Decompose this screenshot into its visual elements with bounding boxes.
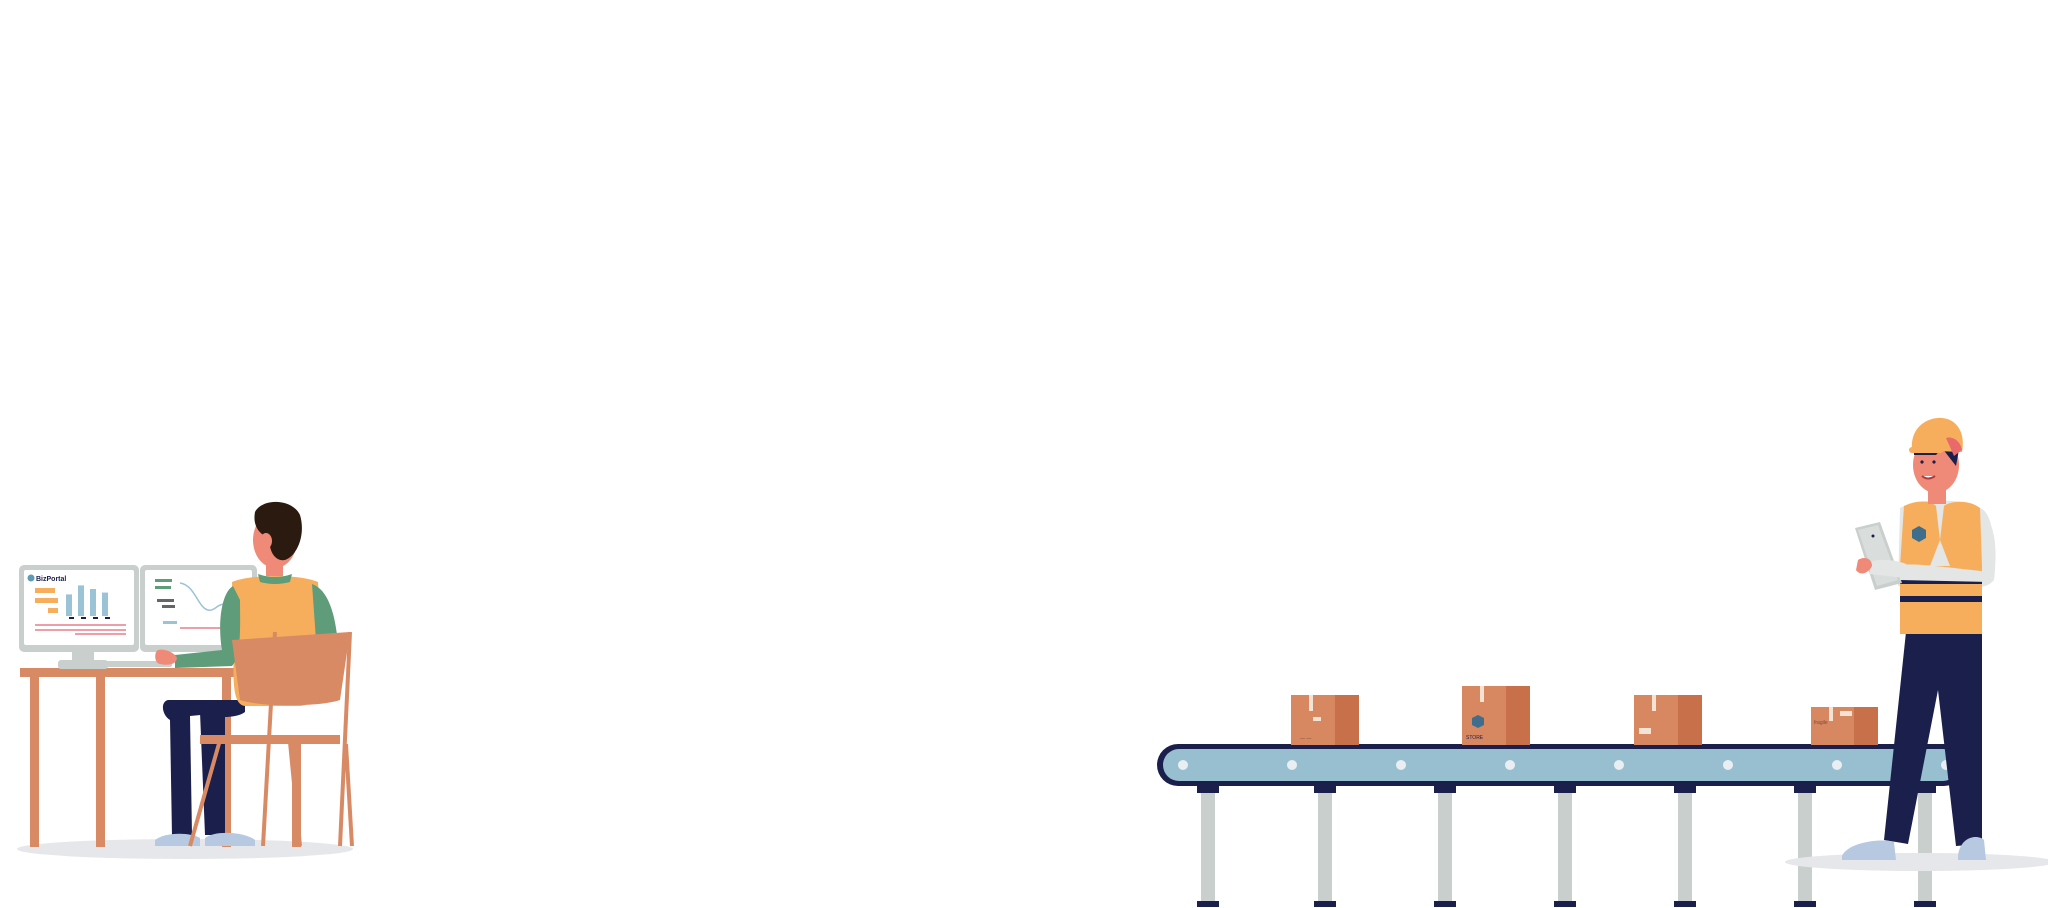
belt-rollers [1178, 760, 1951, 770]
screen-line-chart [179, 582, 231, 611]
screen-red-lines [35, 624, 126, 635]
screen-bar-base [93, 617, 98, 619]
svg-text:— —: — — [1300, 736, 1311, 742]
screen-orange-bars [35, 588, 58, 613]
desk [20, 668, 270, 847]
cube-logo-icon [1472, 715, 1484, 728]
belt-surface [1163, 749, 1959, 781]
bizportal-logo-icon [27, 574, 35, 582]
company-logo-icon [1912, 526, 1926, 542]
cardboard-box [1634, 695, 1702, 745]
conveyor-belt [1157, 744, 1965, 907]
cardboard-box: — — [1291, 695, 1359, 745]
keyboard [92, 661, 172, 667]
screen-bar-base [81, 617, 86, 619]
conveyor-legs [1197, 786, 1936, 907]
cardboard-box: STORE [1462, 686, 1530, 745]
screen-bar-base [105, 617, 110, 619]
office-worker-scene: BizPortal [17, 501, 354, 859]
screen-bar [78, 585, 84, 616]
floor-shadow-right [1785, 853, 2048, 871]
tablet [1855, 522, 1902, 590]
cardboard-box: fragile [1811, 707, 1878, 745]
screen-brand: BizPortal [36, 576, 66, 583]
box-store-label: STORE [1466, 735, 1484, 741]
screen-bar-base [69, 617, 74, 619]
screen-bar [66, 594, 72, 616]
box-fragile-label: fragile [1814, 720, 1828, 726]
warehouse-worker [1785, 417, 2048, 871]
hard-hat-icon [1909, 417, 1963, 456]
screen-bar [90, 589, 96, 616]
office-chair [188, 631, 354, 847]
left-monitor: BizPortal [19, 565, 139, 669]
screen-bar [102, 592, 108, 616]
screen-bar-chart [66, 585, 110, 619]
